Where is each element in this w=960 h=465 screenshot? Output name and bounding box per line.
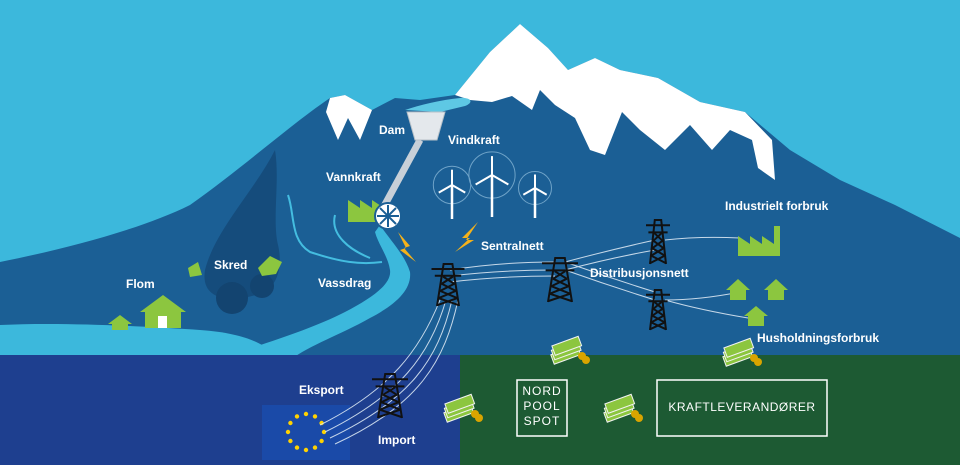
dam-lake (405, 97, 471, 112)
nordpool-line: POOL (523, 399, 561, 413)
eu-star-icon (294, 414, 300, 419)
label-vannkraft: Vannkraft (326, 170, 381, 184)
vassdrag-river (287, 194, 383, 265)
dam-wall (406, 111, 446, 141)
kraftleverandorer-box (656, 379, 828, 437)
money-icon (603, 393, 643, 423)
turbine-blades (377, 205, 399, 227)
main-snow-cap (455, 24, 775, 180)
side-snow-cap (326, 95, 372, 140)
eu-zone (0, 355, 460, 465)
label-industrielt-forbruk: Industrielt forbruk (725, 199, 829, 213)
vassdrag-river (215, 225, 411, 360)
eu-star-icon (312, 445, 318, 450)
nordpool-line: NORD (522, 384, 562, 398)
label-skred: Skred (214, 258, 248, 272)
pylon-icon (431, 263, 465, 307)
skred-slope (204, 150, 280, 299)
label-vassdrag: Vassdrag (318, 276, 372, 290)
kraftleverandorer-label: KRAFTLEVERANDØRER (668, 400, 816, 414)
label-import: Import (378, 433, 416, 447)
eu-flag-stars (285, 411, 327, 453)
wind-turbine-icon (432, 165, 472, 219)
skred-boulder (250, 274, 274, 298)
industrial-factory-icon (738, 226, 780, 256)
power-lines (319, 236, 749, 445)
vassdrag-river (333, 214, 371, 259)
money-icons (443, 335, 762, 423)
wind-turbine-icon (468, 151, 516, 217)
eu-star-icon (294, 445, 300, 450)
skred-houses-icon (188, 256, 282, 277)
pylon-icon (646, 289, 670, 331)
penstock-pipe (378, 138, 424, 212)
eu-star-icon (319, 438, 324, 444)
eu-star-icon (303, 447, 309, 453)
label-flom: Flom (126, 277, 155, 291)
eu-star-icon (312, 414, 318, 419)
pylon-icon (372, 373, 408, 419)
flood-water (0, 323, 262, 360)
label-distribusjonsnett: Distribusjonsnett (590, 266, 689, 280)
pylons (372, 219, 670, 419)
lightning-icon (398, 232, 416, 262)
skred-boulder (216, 282, 248, 314)
eu-star-icon (288, 438, 293, 444)
nordpool-logo-text: NORD POOL SPOT (517, 384, 567, 429)
money-icon (722, 337, 762, 367)
money-icon (443, 393, 483, 423)
pylon-icon (542, 257, 578, 303)
pylon-icon (646, 219, 670, 265)
wind-turbines (432, 151, 552, 219)
label-sentralnett: Sentralnett (481, 239, 544, 253)
lightning-icon (455, 222, 478, 252)
label-vindkraft: Vindkraft (448, 133, 500, 147)
label-eksport: Eksport (299, 383, 344, 397)
flom-houses-icon (108, 295, 186, 330)
household-houses-icon (726, 279, 788, 326)
label-dam: Dam (379, 123, 406, 137)
money-icon (550, 335, 590, 365)
eu-star-icon (285, 429, 291, 435)
nordpool-box (516, 379, 568, 437)
wind-turbine-icon (518, 171, 552, 218)
eu-star-icon (303, 411, 309, 417)
eu-star-icon (321, 429, 327, 435)
market-zone (460, 355, 960, 465)
nordpool-line: SPOT (523, 414, 561, 428)
label-husholdningsforbruk: Husholdningsforbruk (757, 331, 879, 345)
eu-star-icon (288, 420, 293, 426)
